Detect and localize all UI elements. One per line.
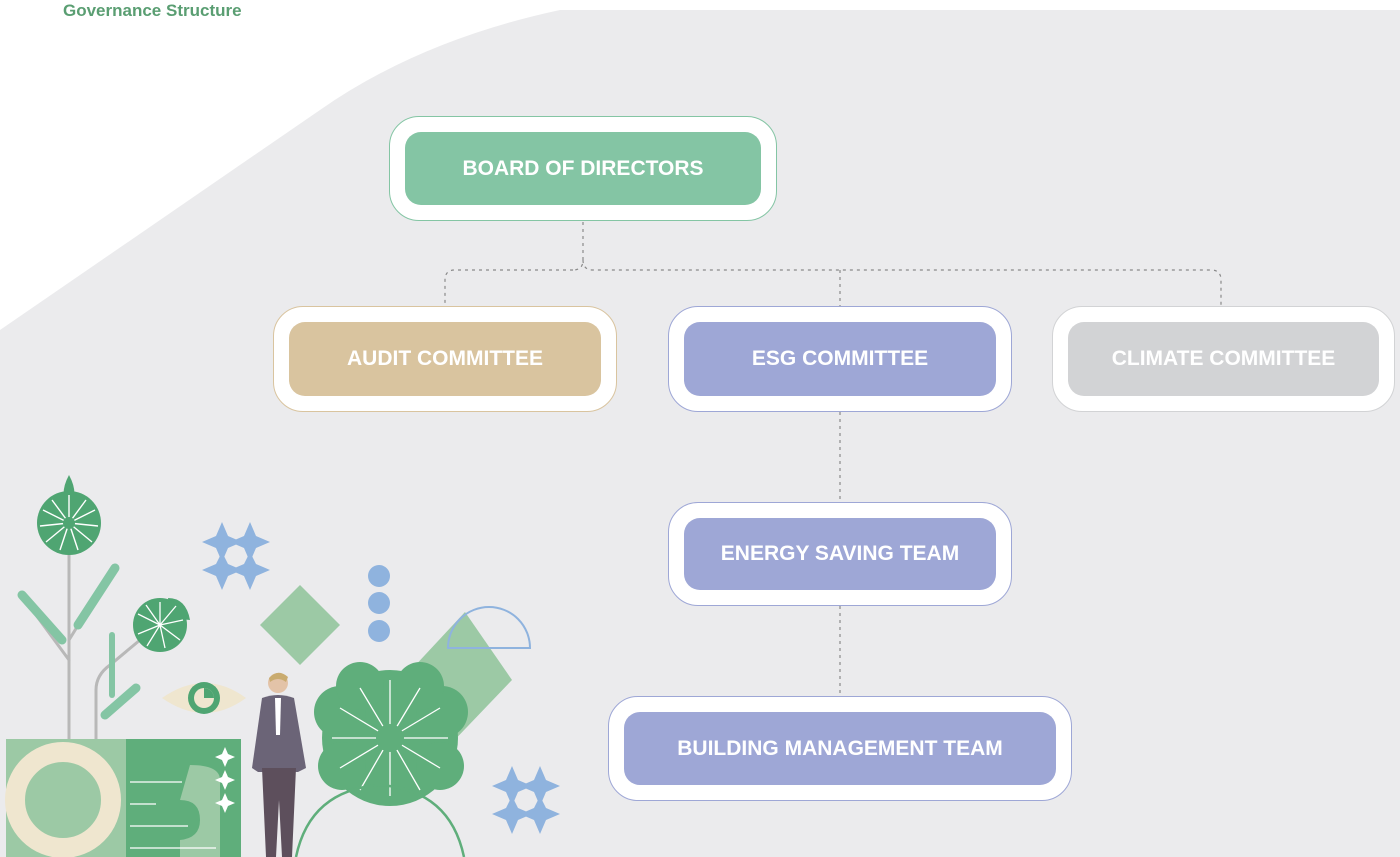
node-esg-committee: ESG COMMITTEE	[668, 306, 1012, 412]
node-esg-committee-label: ESG COMMITTEE	[684, 322, 996, 396]
node-audit-committee-label: AUDIT COMMITTEE	[289, 322, 601, 396]
flower-icon	[37, 475, 101, 555]
half-circle-shape	[446, 606, 532, 649]
page-title: Governance Structure	[63, 1, 242, 20]
node-building-management-team: BUILDING MANAGEMENT TEAM	[608, 696, 1072, 801]
plant-icon	[17, 543, 142, 742]
person-icon	[252, 672, 306, 857]
node-energy-saving-team: ENERGY SAVING TEAM	[668, 502, 1012, 606]
node-board-of-directors: BOARD OF DIRECTORS	[389, 116, 777, 221]
node-climate-committee: CLIMATE COMMITTEE	[1052, 306, 1395, 412]
eye-icon	[162, 682, 246, 714]
arch-shape	[294, 783, 466, 857]
connector-to-audit	[444, 269, 573, 306]
dots-icon	[368, 565, 390, 642]
lines-shape	[130, 781, 216, 849]
flower-icon-small	[133, 598, 190, 652]
pixel-flower-icon	[314, 662, 468, 806]
node-audit-committee: AUDIT COMMITTEE	[273, 306, 617, 412]
small-sparkle-icon	[215, 747, 235, 813]
node-building-management-team-label: BUILDING MANAGEMENT TEAM	[624, 712, 1056, 785]
node-energy-saving-team-label: ENERGY SAVING TEAM	[684, 518, 996, 590]
sparkle-icon	[202, 522, 270, 590]
node-board-of-directors-label: BOARD OF DIRECTORS	[405, 132, 761, 205]
ring-shape	[5, 742, 121, 857]
node-climate-committee-label: CLIMATE COMMITTEE	[1068, 322, 1379, 396]
diamond-shape	[260, 585, 340, 665]
sparkle-icon-bottom	[492, 766, 560, 834]
connector-bus-right	[582, 259, 1222, 306]
